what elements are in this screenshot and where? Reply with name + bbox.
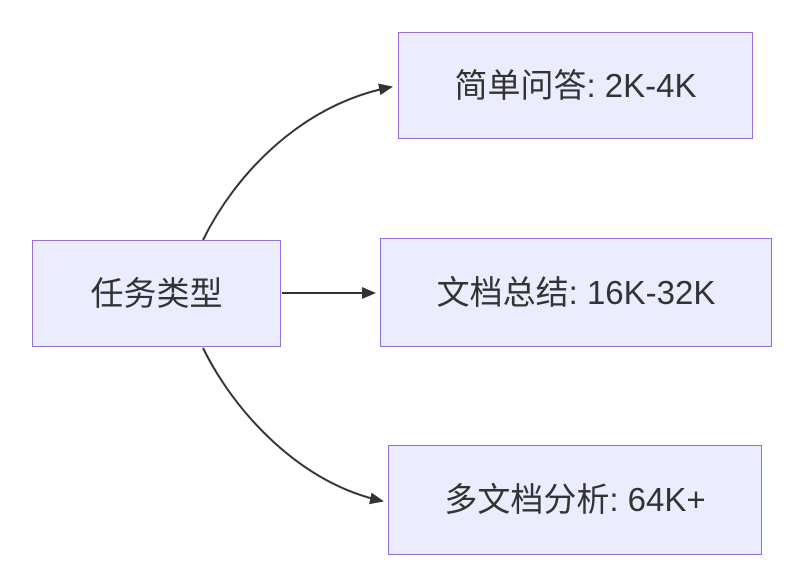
edge-root-to-simple-qa	[202, 83, 393, 241]
node-simple-qa-label: 简单问答: 2K-4K	[454, 66, 697, 104]
node-task-type-label: 任务类型	[90, 274, 223, 312]
node-multi-doc-analysis-label: 多文档分析: 64K+	[444, 481, 706, 519]
node-simple-qa: 简单问答: 2K-4K	[398, 32, 753, 139]
node-task-type: 任务类型	[32, 240, 281, 347]
edge-root-to-multi-doc	[202, 347, 384, 505]
node-doc-summary-label: 文档总结: 16K-32K	[436, 273, 716, 311]
node-multi-doc-analysis: 多文档分析: 64K+	[388, 445, 762, 555]
node-doc-summary: 文档总结: 16K-32K	[380, 238, 772, 347]
